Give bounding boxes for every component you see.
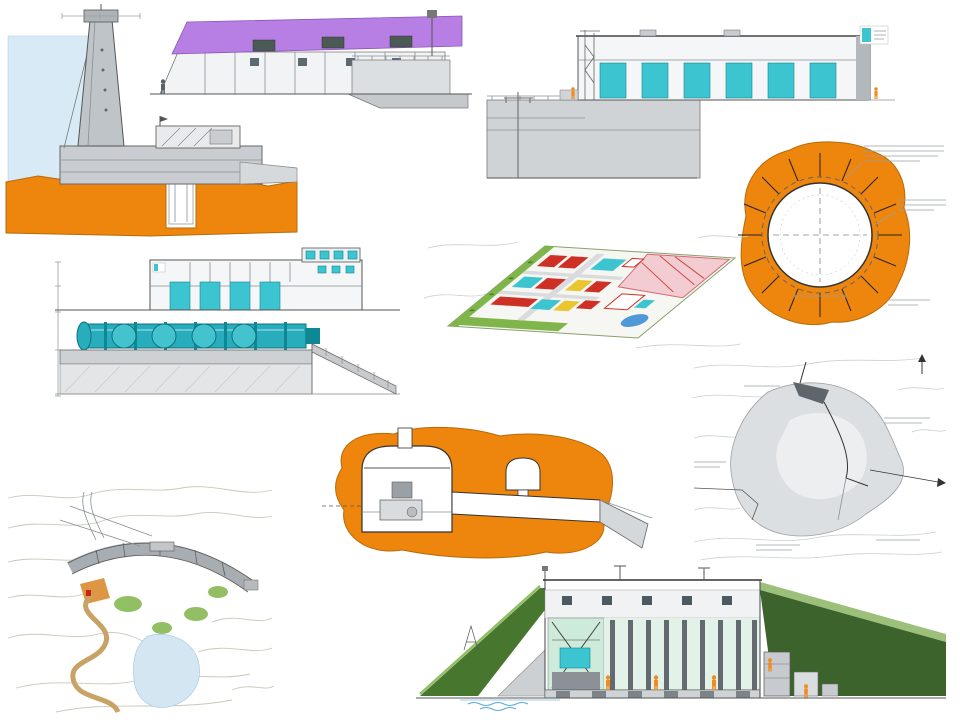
outlet-box xyxy=(793,671,819,697)
base-plinth xyxy=(347,93,469,109)
outlet-structure xyxy=(763,651,791,697)
vent-shaft xyxy=(397,427,413,449)
drawing-cavern-section xyxy=(322,426,653,559)
building-annex xyxy=(209,129,233,145)
centerlines xyxy=(773,188,867,282)
roof-units xyxy=(252,35,413,52)
drawing-powerhouse-elevation xyxy=(486,25,895,179)
ground-rock xyxy=(5,175,298,237)
drawing-site-plan xyxy=(424,236,748,348)
rooftop-units xyxy=(639,29,741,37)
drawing-penstock-section xyxy=(55,247,400,397)
abutment-structure xyxy=(243,579,259,591)
gallery xyxy=(505,457,541,491)
right-slope-dark xyxy=(760,590,946,696)
stair-ramp xyxy=(311,343,397,395)
dimension-lines xyxy=(55,261,61,397)
red-marker xyxy=(86,590,91,596)
lattice-tower xyxy=(463,624,479,651)
substructure-openings xyxy=(556,691,750,698)
roof-railing xyxy=(352,55,450,60)
trees xyxy=(469,261,533,312)
annotation-note-3 xyxy=(888,299,930,306)
rock-bolts xyxy=(738,153,902,317)
access-road xyxy=(693,487,759,521)
penstock-line xyxy=(799,361,807,384)
dam-symbol xyxy=(793,382,829,404)
columns xyxy=(610,620,757,692)
left-embankment xyxy=(420,588,562,696)
purple-roof-band xyxy=(171,15,463,55)
annotation-note-1 xyxy=(845,145,944,179)
apron-right xyxy=(239,161,298,185)
buildings-yellow xyxy=(553,279,593,312)
light-pole xyxy=(504,92,533,178)
drawing-intake-tower-section xyxy=(5,4,298,237)
substructure-hatch xyxy=(64,365,301,393)
right-slope-light xyxy=(760,582,946,642)
river-water xyxy=(133,634,200,708)
tunnel-bore xyxy=(767,182,873,288)
drawing-arch-dam-plan xyxy=(7,486,275,714)
drawing-topographic-plan xyxy=(691,354,947,561)
tailwater xyxy=(460,699,560,711)
stack-top xyxy=(427,10,437,18)
green-borders xyxy=(448,246,568,332)
upper-windows xyxy=(562,596,732,605)
access-road xyxy=(70,592,121,714)
substructure-band xyxy=(544,689,761,699)
outlet-box-small xyxy=(821,683,839,697)
site-plan-sheet xyxy=(448,246,735,338)
drawing-purple-roof-building xyxy=(150,10,472,109)
pond xyxy=(620,314,649,328)
annotation-note-2 xyxy=(875,199,946,225)
crane-trolley xyxy=(391,481,413,499)
buildings-red xyxy=(490,254,612,310)
right-annex xyxy=(351,59,451,95)
tailrace-line xyxy=(823,401,869,487)
map-annotations xyxy=(694,385,930,551)
channel-line xyxy=(869,469,939,483)
drawing-surface-powerhouse-section xyxy=(416,565,946,711)
roof-stacks xyxy=(614,565,710,580)
dimension xyxy=(794,293,846,299)
foundation-block xyxy=(59,145,263,185)
concrete-mass xyxy=(486,99,701,179)
flag xyxy=(160,116,168,122)
vegetation-patches xyxy=(114,586,228,634)
support-ring xyxy=(761,176,879,294)
valves xyxy=(111,323,257,349)
company-logo xyxy=(859,25,889,45)
substructure xyxy=(59,363,313,395)
buildings-outline xyxy=(574,258,685,309)
gate-shaft xyxy=(168,183,194,225)
dimension-lines xyxy=(61,13,141,19)
penthouse xyxy=(301,247,361,263)
gate-doors xyxy=(599,62,837,99)
spillway-lines xyxy=(59,491,153,547)
expansion-area xyxy=(601,254,729,298)
facade-joints xyxy=(189,262,291,282)
company-logo xyxy=(152,262,166,273)
drawing-tunnel-cross-section xyxy=(738,141,946,325)
crane-mast xyxy=(580,30,600,100)
slab xyxy=(59,349,313,365)
teal-openings xyxy=(169,250,358,311)
end-wall xyxy=(856,36,870,100)
teal-machine xyxy=(559,647,591,669)
penstock-pipe xyxy=(76,321,320,351)
buildings-teal xyxy=(511,258,656,311)
crest-structure xyxy=(149,541,175,552)
north-arrow-icon xyxy=(918,354,926,374)
machine-base xyxy=(552,672,600,692)
portal-wingwall xyxy=(599,499,649,549)
side-annex xyxy=(559,89,579,101)
